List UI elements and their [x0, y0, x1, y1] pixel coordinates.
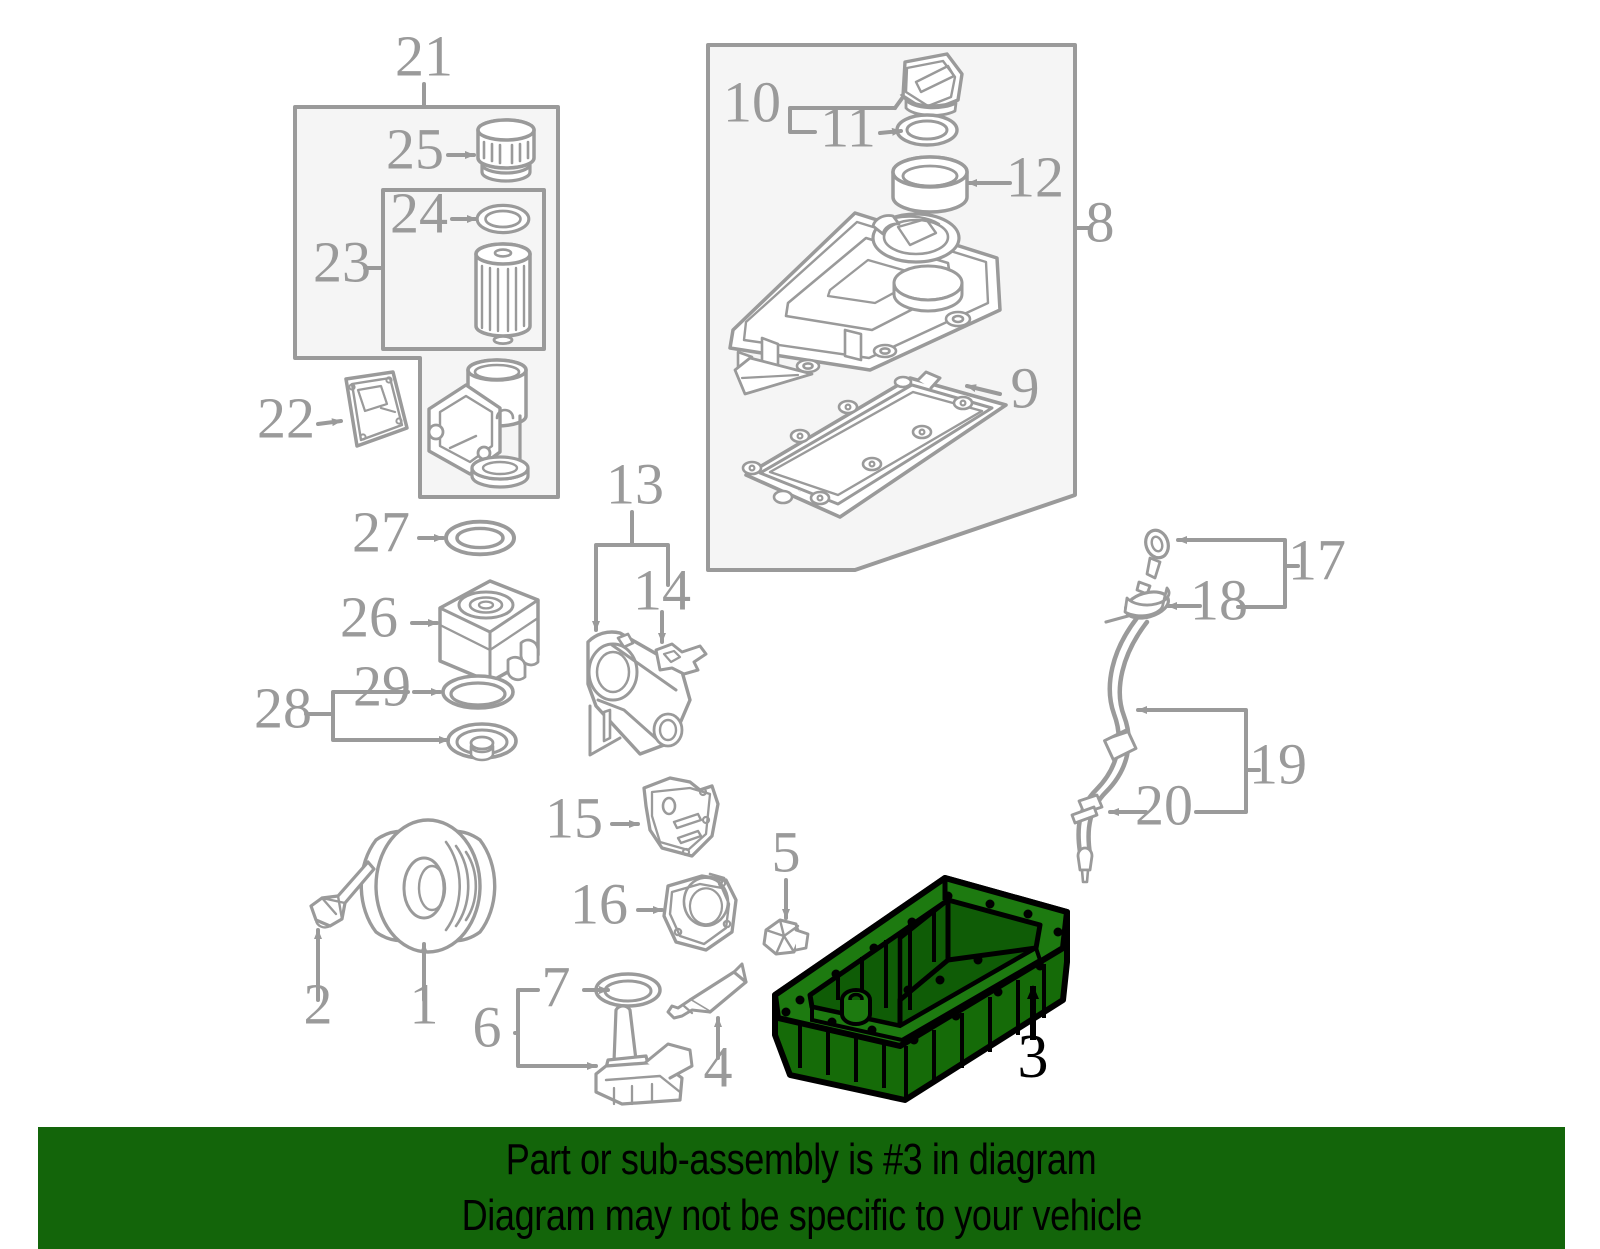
part-11-cap-gasket — [895, 113, 959, 147]
callout-1: 1 — [410, 971, 439, 1036]
part-19-dipstick-tube — [1070, 615, 1150, 884]
callout-22: 22 — [257, 385, 315, 450]
part-29-seal — [441, 674, 515, 710]
part-filter-element — [474, 242, 532, 345]
part-5-drain-plug — [762, 918, 810, 956]
part-22-housing-gasket — [344, 370, 409, 448]
part-28-seal-cap — [446, 722, 518, 762]
callout-21: 21 — [395, 23, 453, 88]
group-28-bracket — [304, 690, 425, 742]
group-17-bracket — [1176, 536, 1300, 609]
part-24-oring — [475, 203, 531, 235]
notice-line-part-number: Part or sub-assembly is #3 in diagram — [506, 1135, 1097, 1184]
callout-8: 8 — [1086, 189, 1115, 254]
callout-18: 18 — [1190, 567, 1248, 632]
callout-20: 20 — [1135, 772, 1193, 837]
leader-22 — [316, 418, 343, 427]
part-1-crank-pulley — [359, 818, 497, 954]
part-3-oil-pan — [772, 875, 1070, 1103]
callout-27: 27 — [352, 499, 410, 564]
part-17-dipstick — [1135, 528, 1170, 596]
group-13-bracket — [592, 510, 670, 644]
part-4-sealant-tube — [666, 962, 748, 1020]
part-12-filler-neck — [891, 155, 969, 214]
part-10-oil-filler-cap — [901, 52, 964, 117]
part-6-oil-pump — [594, 1004, 694, 1106]
callout-28: 28 — [254, 675, 312, 740]
callout-25: 25 — [386, 116, 444, 181]
group-19-bracket — [1136, 706, 1261, 814]
callout-15: 15 — [545, 785, 603, 850]
callout-10: 10 — [723, 69, 781, 134]
callout-23: 23 — [313, 229, 371, 294]
callout-3: 3 — [1018, 1023, 1049, 1091]
part-16-seal-housing — [662, 872, 738, 952]
callout-24: 24 — [390, 180, 448, 245]
group-6-bracket — [513, 988, 598, 1070]
callout-11: 11 — [820, 94, 876, 159]
callout-5: 5 — [772, 819, 801, 884]
callout-19: 19 — [1249, 731, 1307, 796]
notice-banner: Part or sub-assembly is #3 in diagram Di… — [38, 1127, 1565, 1249]
callout-9: 9 — [1011, 355, 1040, 420]
part-2-pulley-bolt — [309, 860, 376, 929]
part-7-pump-oring — [594, 972, 662, 1008]
dipstick-tab — [1104, 614, 1130, 624]
part-oil-filter-housing — [427, 358, 530, 489]
part-8-valve-cover — [728, 211, 1002, 396]
callout-17: 17 — [1288, 527, 1346, 592]
callout-7: 7 — [542, 954, 571, 1019]
leader-11 — [878, 127, 903, 136]
callout-4: 4 — [704, 1034, 733, 1099]
part-18-dipstick-seal — [1123, 586, 1171, 620]
callout-2: 2 — [304, 971, 333, 1036]
part-25-filter-cap — [476, 118, 536, 183]
callout-16: 16 — [570, 871, 628, 936]
callout-12: 12 — [1006, 144, 1064, 209]
part-26-oil-cooler — [438, 579, 540, 684]
callout-13: 13 — [606, 451, 664, 516]
callout-14: 14 — [633, 557, 691, 622]
bracket-10 — [788, 106, 897, 134]
part-9-valve-cover-gasket — [741, 370, 1008, 519]
callout-29: 29 — [353, 653, 411, 718]
part-27-seal — [444, 519, 516, 557]
part-15-timing-cover-upper — [642, 776, 720, 858]
leader-9 — [965, 384, 1002, 396]
part-14-sensor — [654, 642, 708, 676]
callout-26: 26 — [340, 584, 398, 649]
callout-6: 6 — [473, 994, 502, 1059]
notice-line-disclaimer: Diagram may not be specific to your vehi… — [461, 1191, 1142, 1240]
